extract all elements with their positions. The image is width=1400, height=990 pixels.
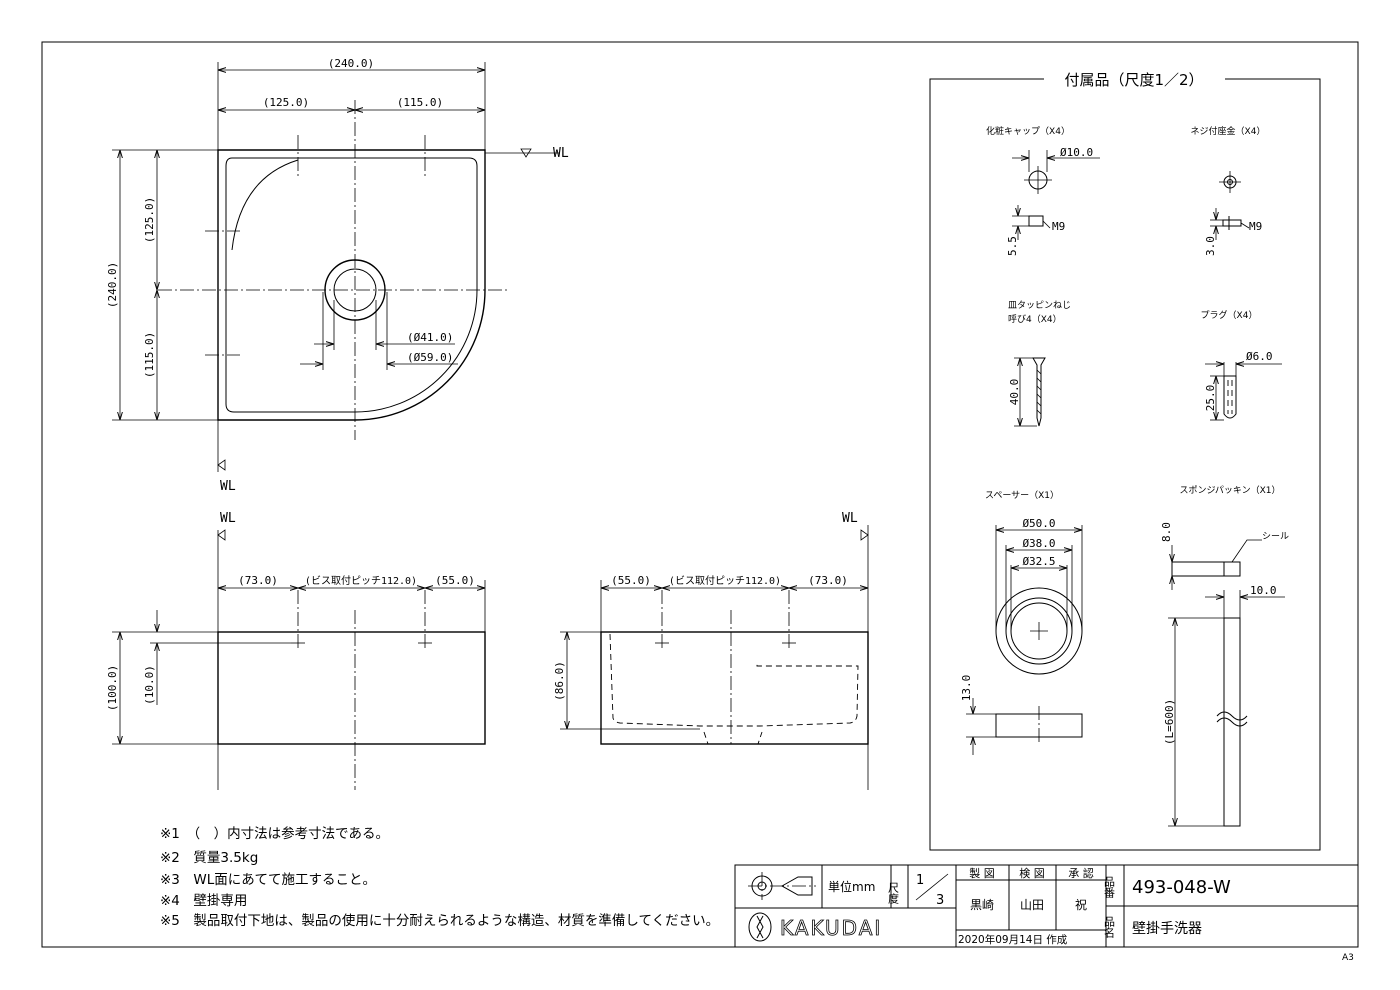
wl-label-side: WL <box>842 511 858 526</box>
sponge-thickness: 8.0 <box>1160 522 1173 542</box>
washer-height: 3.0 <box>1204 236 1217 256</box>
dim-left-offset: (125.0) <box>263 96 309 109</box>
dim-drain-outer: (Ø59.0) <box>407 351 453 364</box>
cap-thread: M9 <box>1052 220 1065 233</box>
plug-label: プラグ（X4） <box>1201 309 1258 321</box>
sponge-seal: シール <box>1262 532 1289 542</box>
sheet-border <box>41 41 1359 948</box>
cap-label: 化粧キャップ（X4） <box>986 125 1070 137</box>
company-logo-text: KAKUDAI <box>780 916 882 940</box>
sponge-label: スポンジパッキン（X1） <box>1179 485 1280 496</box>
wl-label-top: WL <box>553 146 569 161</box>
scale-label: 尺度 <box>887 882 900 905</box>
unit-label: 単位mm <box>828 879 875 894</box>
accessories-panel: 付属品（尺度1／2） 化粧キャップ（X4） Ø10.0 M9 5.5 ネジ付座金… <box>929 71 1321 851</box>
drawn-label: 製 図 <box>969 866 995 880</box>
scale-denominator: 3 <box>936 893 944 908</box>
dim-overall-height: (240.0) <box>106 262 119 308</box>
note-1: ※1 （ ）内寸法は参考寸法である。 <box>160 825 389 842</box>
note-4: ※4 壁掛専用 <box>160 893 247 909</box>
dim-lower-offset: (115.0) <box>143 332 156 378</box>
spacer-d3: Ø32.5 <box>1022 555 1055 568</box>
sponge-width: 10.0 <box>1250 584 1277 597</box>
dim-overall-width: (240.0) <box>328 57 374 70</box>
checked-by: 山田 <box>1020 898 1044 912</box>
note-5: ※5 製品取付下地は、製品の使用に十分耐えられるような構造、材質を準備してくださ… <box>160 912 719 929</box>
creation-date: 2020年09月14日 作成 <box>958 933 1068 946</box>
notes: ※1 （ ）内寸法は参考寸法である。 ※2 質量3.5kg ※3 WL面にあてて… <box>160 825 719 929</box>
scale-numerator: 1 <box>916 873 924 888</box>
screw-length: 40.0 <box>1008 379 1021 406</box>
washer-thread: M9 <box>1249 220 1262 233</box>
cap-diameter: Ø10.0 <box>1060 146 1093 159</box>
part-no: 493-048-W <box>1132 877 1231 898</box>
dim-front-left: (73.0) <box>238 574 278 587</box>
spacer-thickness: 13.0 <box>960 675 973 702</box>
spacer-label: スペーサー（X1） <box>985 490 1059 501</box>
dim-drain-inner: (Ø41.0) <box>407 331 453 344</box>
dim-side-left: (55.0) <box>611 574 651 587</box>
front-view: WL (73.0) (ビス取付ピッチ112.0) (55.0) (100.0) … <box>106 511 486 790</box>
sheet-size: A3 <box>1342 953 1354 963</box>
screw-label-1: 皿タッピンねじ <box>1008 300 1071 311</box>
part-name-label: 品名 <box>1103 916 1116 938</box>
plug-diameter: Ø6.0 <box>1246 350 1273 363</box>
side-view: WL (55.0) (ビス取付ピッチ112.0) (73.0) (86.0) <box>553 511 869 790</box>
wl-label-left: WL <box>220 479 236 494</box>
accessories-title: 付属品（尺度1／2） <box>1064 71 1203 89</box>
note-2: ※2 質量3.5kg <box>160 850 258 866</box>
spacer-d1: Ø50.0 <box>1022 517 1055 530</box>
dim-front-height: (100.0) <box>106 665 119 711</box>
dim-side-right: (73.0) <box>808 574 848 587</box>
plug-length: 25.0 <box>1204 385 1217 412</box>
dim-front-pitch: (ビス取付ピッチ112.0) <box>305 574 417 587</box>
dim-front-offset: (10.0) <box>143 665 156 705</box>
dim-front-right: (55.0) <box>435 574 475 587</box>
dim-right-offset: (115.0) <box>397 96 443 109</box>
part-name: 壁掛手洗器 <box>1132 921 1202 937</box>
approved-label: 承 認 <box>1068 866 1094 880</box>
title-block: 単位mm 尺度 1 3 製 図 検 図 承 認 黒崎 山田 祝 2020年09月… <box>734 864 1359 963</box>
screw-label-2: 呼び4（X4） <box>1008 314 1062 325</box>
approved-by: 祝 <box>1075 898 1087 912</box>
sponge-length: (L=600) <box>1163 699 1176 745</box>
part-no-label: 品番 <box>1103 876 1116 899</box>
dim-side-pitch: (ビス取付ピッチ112.0) <box>669 574 781 587</box>
spacer-d2: Ø38.0 <box>1022 537 1055 550</box>
wl-label-front: WL <box>220 511 236 526</box>
washer-label: ネジ付座金（X4） <box>1191 125 1266 137</box>
cap-height: 5.5 <box>1006 236 1019 256</box>
top-view: (240.0) (125.0) (115.0) (240.0) (125.0) … <box>106 57 569 494</box>
checked-label: 検 図 <box>1019 866 1045 880</box>
drawn-by: 黒崎 <box>970 898 994 912</box>
note-3: ※3 WL面にあてて施工すること。 <box>160 872 376 888</box>
dim-side-depth: (86.0) <box>553 661 566 701</box>
dim-upper-offset: (125.0) <box>143 197 156 243</box>
